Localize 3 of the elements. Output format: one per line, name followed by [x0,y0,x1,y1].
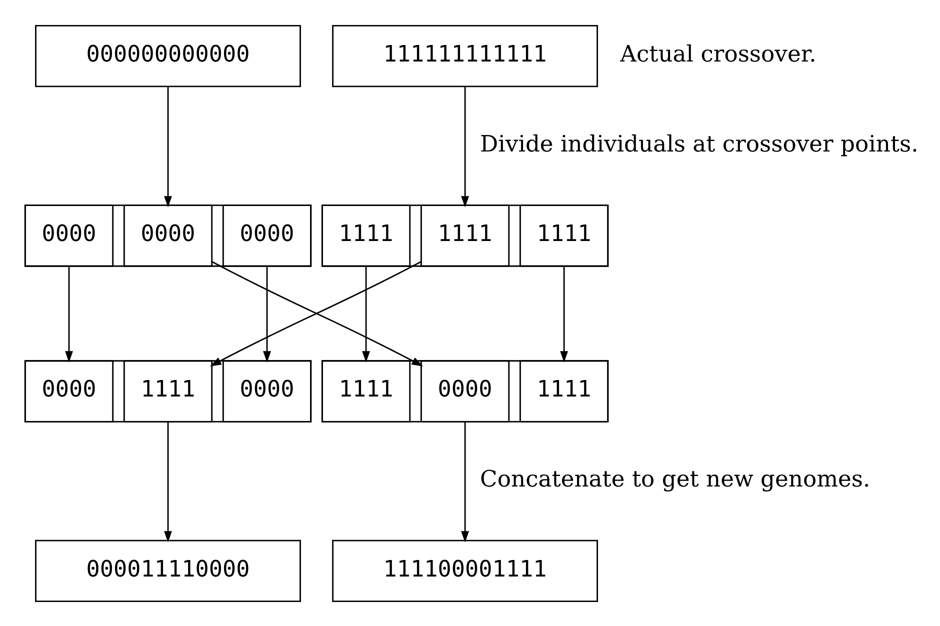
edge-label: Concatenate to get new genomes. [480,466,870,492]
edge-label: Divide individuals at crossover points. [480,130,918,157]
label: Actual crossover. [620,40,816,67]
